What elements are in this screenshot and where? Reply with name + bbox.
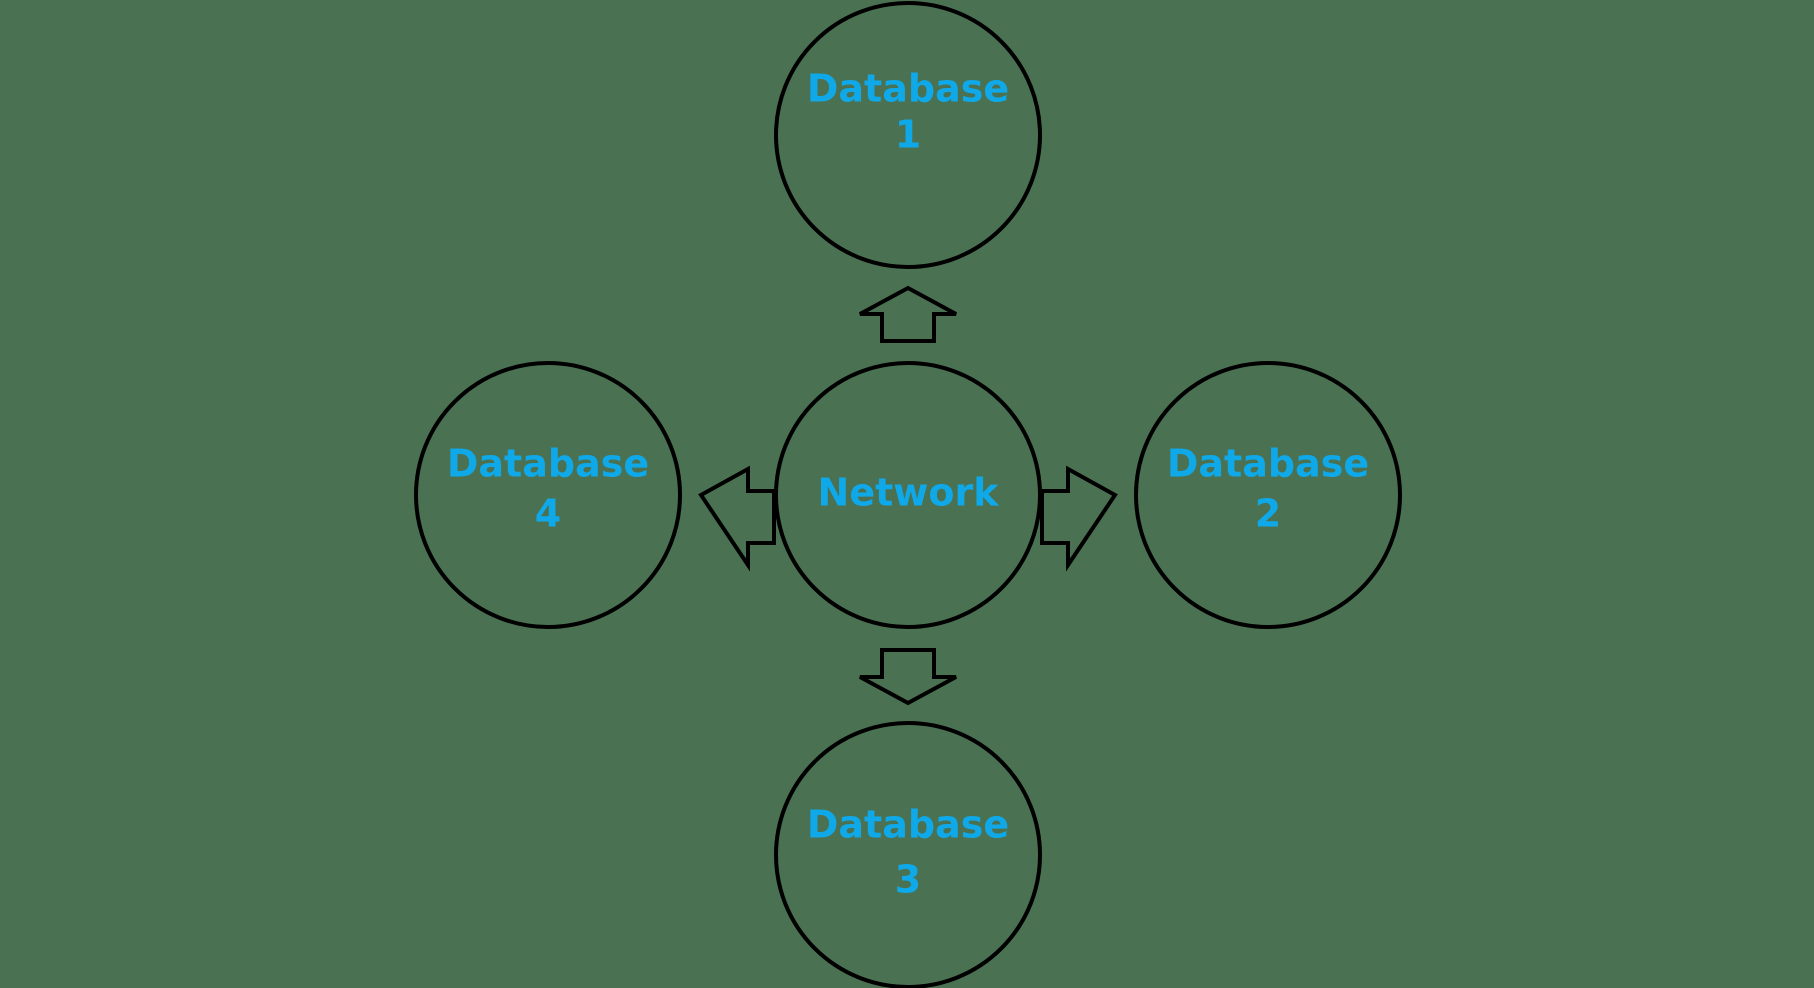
node-database-1[interactable]: Database 1 — [774, 1, 1042, 269]
node-database-4-label-line1: Database — [447, 442, 649, 486]
node-database-3-circle[interactable] — [774, 721, 1042, 988]
node-database-3-label-line1: Database — [807, 803, 1009, 847]
arrow-up-icon — [859, 285, 957, 343]
connector-arrow-right — [1040, 465, 1118, 572]
node-database-2[interactable]: Database 2 — [1134, 361, 1402, 629]
arrow-right-icon — [1040, 465, 1118, 572]
node-database-3-label-line2: 3 — [895, 858, 921, 902]
connector-arrow-left — [698, 465, 776, 572]
node-network-label: Network — [818, 471, 1000, 515]
node-database-4-circle[interactable] — [414, 361, 682, 629]
connector-arrow-up — [859, 285, 957, 343]
node-database-2-label-line2: 2 — [1255, 492, 1281, 536]
node-database-1-circle[interactable] — [774, 1, 1042, 269]
node-database-1-label-line2: 1 — [895, 113, 921, 157]
arrow-down-icon — [859, 648, 957, 706]
arrow-left-icon — [698, 465, 776, 572]
connector-arrow-down — [859, 648, 957, 706]
node-database-3[interactable]: Database 3 — [774, 721, 1042, 988]
node-database-4[interactable]: Database 4 — [414, 361, 682, 629]
node-network[interactable]: Network — [774, 361, 1042, 629]
node-database-2-label-line1: Database — [1167, 442, 1369, 486]
node-database-4-label-line2: 4 — [535, 492, 561, 536]
node-database-2-circle[interactable] — [1134, 361, 1402, 629]
node-database-1-label-line1: Database — [807, 67, 1009, 111]
